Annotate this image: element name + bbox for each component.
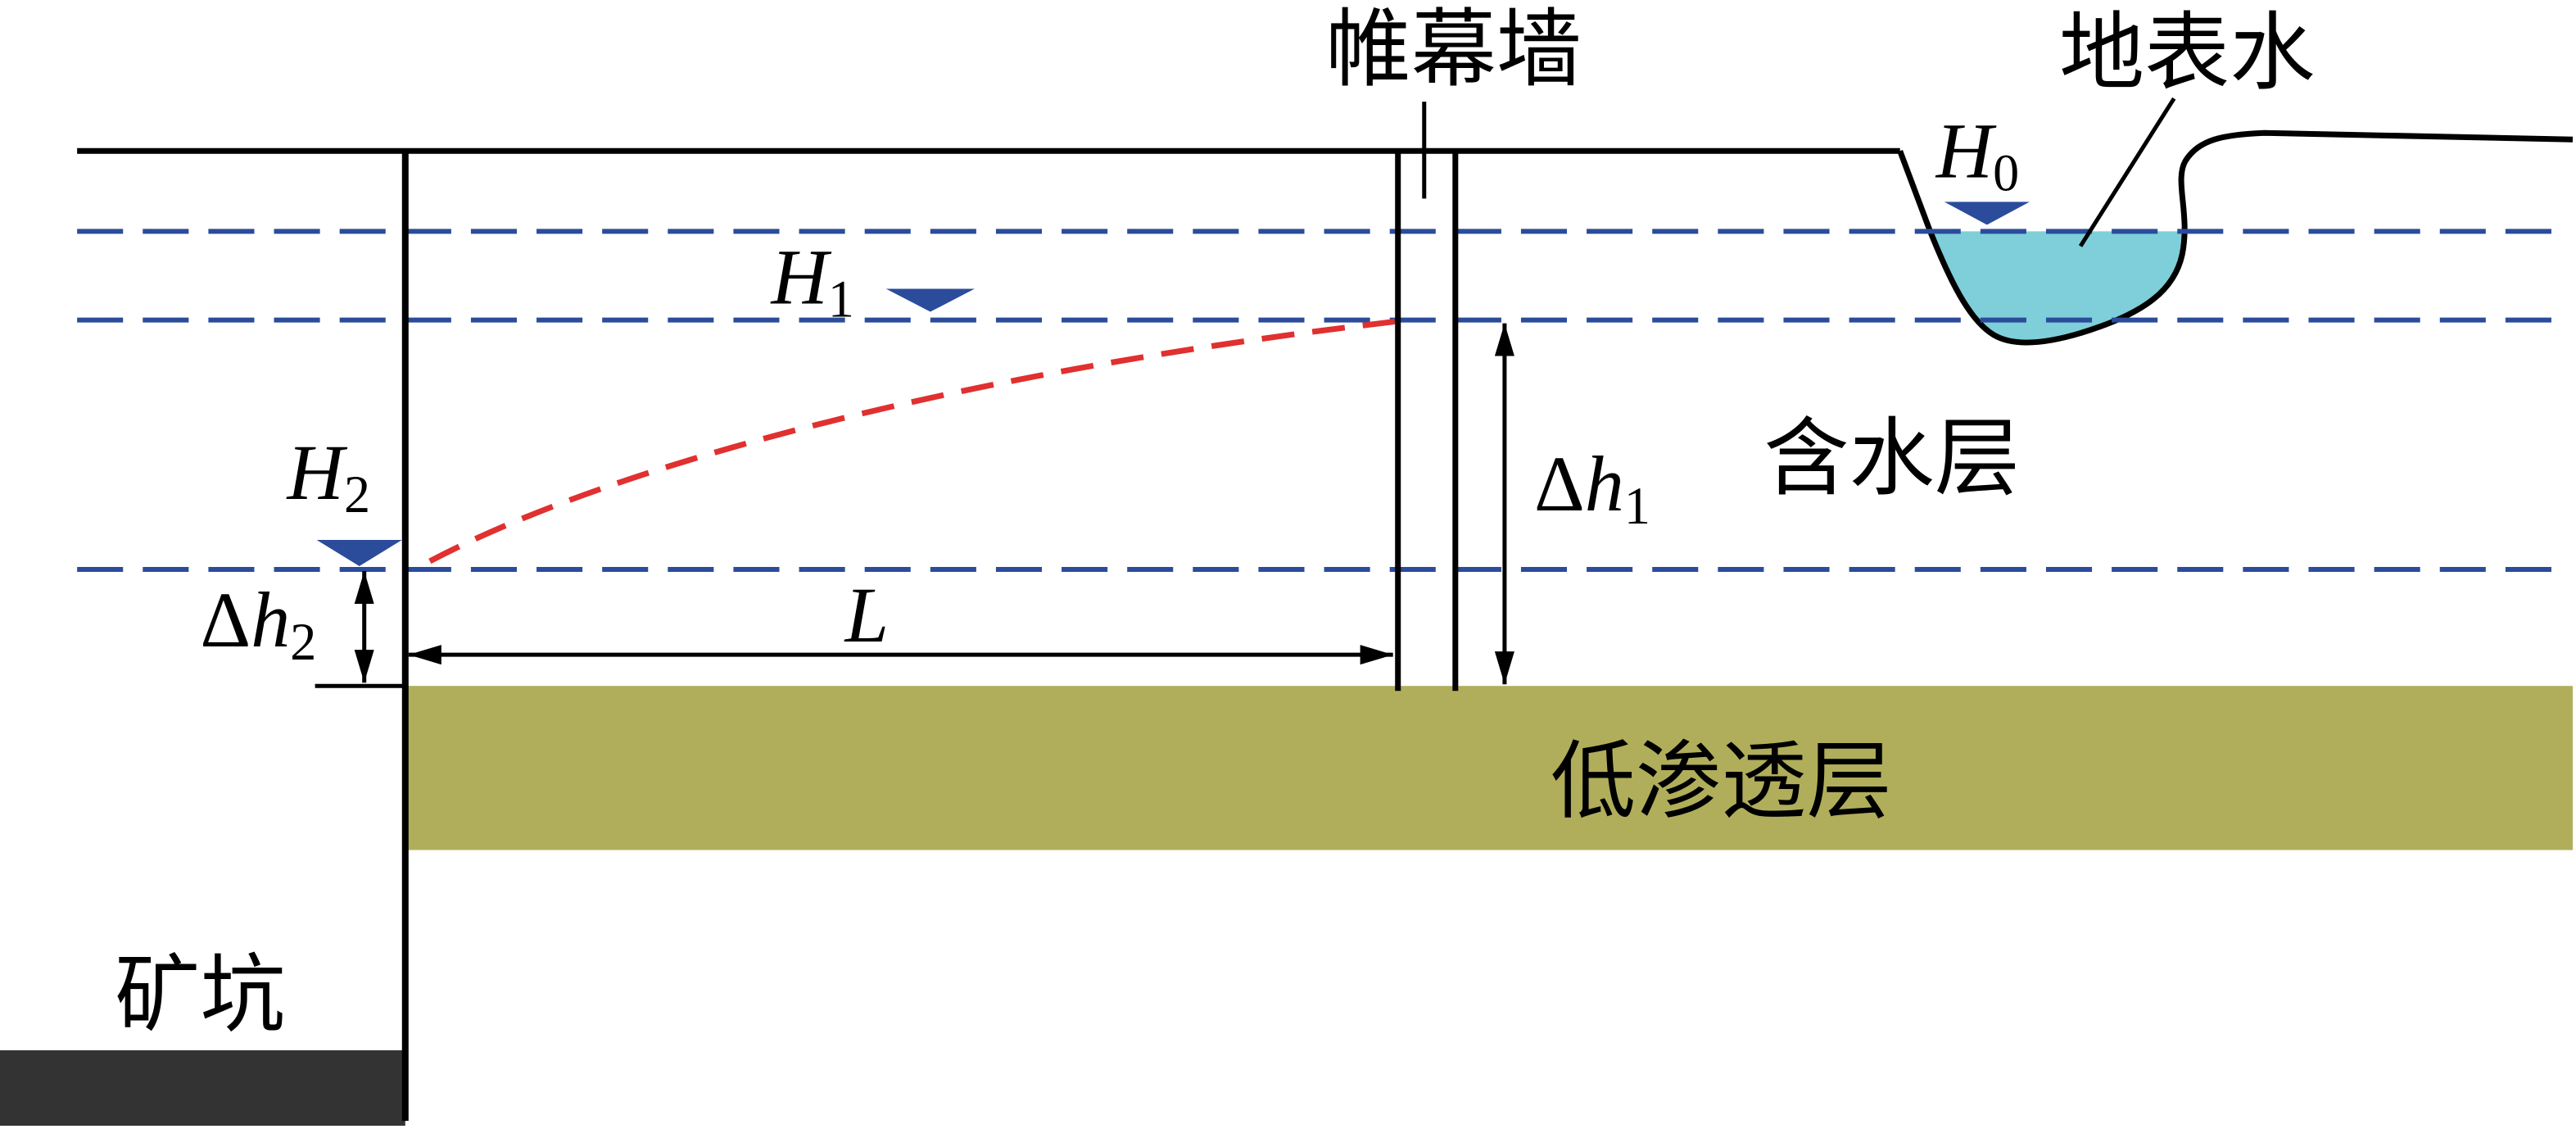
delta-h1-delta: Δ — [1534, 440, 1585, 528]
length-l-var: L — [844, 571, 889, 659]
h1-sub: 1 — [828, 270, 854, 329]
water-level-marker-h1 — [885, 288, 975, 312]
delta-h1-var: h — [1585, 440, 1624, 528]
drawdown-curve — [428, 319, 1396, 564]
delta-h2-var: h — [251, 576, 290, 664]
h0-sub: 0 — [1993, 143, 2019, 202]
surface-water-leader — [2078, 97, 2176, 247]
delta-h2-label: Δh2 — [200, 576, 316, 671]
pit-floor — [0, 1050, 405, 1126]
h2-label: H2 — [286, 428, 370, 524]
low-permeability-layer-label: 低渗透层 — [1551, 731, 1892, 831]
h1-var: H — [769, 234, 831, 321]
surface-water-body — [1929, 231, 2184, 343]
water-level-marker-h0 — [1944, 202, 2030, 225]
mine-pit-label: 矿坑 — [115, 945, 285, 1045]
curtain-wall-label: 帷幕墙 — [1326, 0, 1582, 99]
aquifer-label: 含水层 — [1763, 408, 2019, 508]
h0-var: H — [1935, 107, 1997, 194]
h2-var: H — [286, 428, 348, 516]
low-permeability-layer — [405, 686, 2573, 850]
delta-h2-sub: 2 — [290, 613, 316, 671]
h0-label: H0 — [1935, 107, 2019, 202]
delta-h1-sub: 1 — [1624, 477, 1650, 535]
length-l-label: L — [844, 571, 889, 659]
h1-label: H1 — [769, 234, 853, 329]
water-level-marker-h2 — [316, 539, 402, 567]
surface-water-label: 地表水 — [2059, 2, 2315, 102]
delta-h1-label: Δh1 — [1534, 440, 1650, 535]
h2-sub: 2 — [344, 465, 370, 524]
delta-h2-delta: Δ — [200, 576, 251, 664]
river-bank-outline — [1897, 129, 2574, 346]
